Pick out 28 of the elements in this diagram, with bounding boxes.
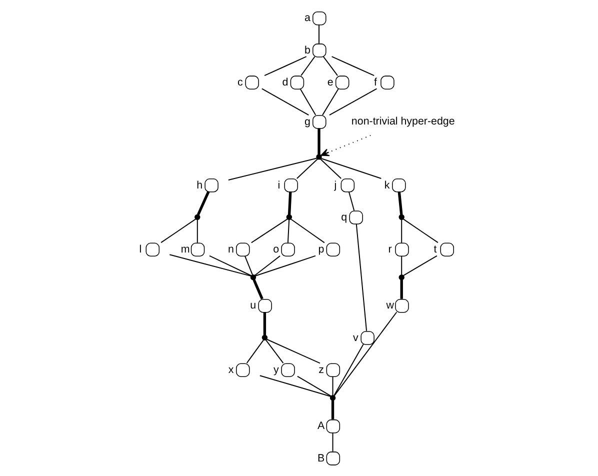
node-label: o [272,244,279,256]
node-label: f [374,76,377,88]
node-label: d [282,76,288,88]
node-label: q [340,211,347,224]
node-label: t [433,244,436,256]
node-label: a [304,12,310,24]
node-label: A [316,420,324,432]
node-label: c [237,76,242,88]
node-label: B [316,452,324,464]
node-label: h [196,179,202,192]
node-label: e [326,76,333,88]
node-label: k [384,179,390,192]
node-label: x [228,364,234,376]
node-label: v [352,332,358,344]
node-label: u [250,300,256,312]
node-text: non-trivial hyper-edge [350,115,454,128]
node-label: y [272,364,278,376]
node-label: b [304,44,310,56]
node-label: n [227,244,234,256]
node-label: l [138,244,142,256]
node-label: m [180,244,190,256]
node-label: p [318,244,324,256]
node-label: r [388,244,392,256]
node-label: g [304,116,310,128]
node-label: i [277,179,280,192]
node-label: j [334,179,336,192]
node-label: w [386,300,394,312]
node-label: z [318,364,324,376]
